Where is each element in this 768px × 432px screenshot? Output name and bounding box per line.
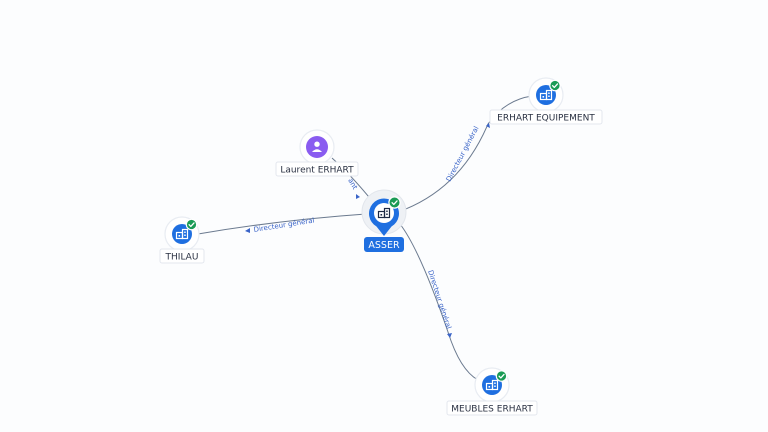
edge-label: ant — [346, 177, 359, 191]
verified-check-icon — [495, 370, 508, 382]
edge-arrow — [486, 123, 490, 128]
center-label: ASSER — [368, 240, 400, 251]
edge-arrow — [245, 228, 250, 233]
edge-asser-thilau[interactable]: Directeur général — [197, 213, 367, 235]
node-label: ERHART EQUIPEMENT — [497, 114, 595, 124]
node-label: Laurent ERHART — [280, 166, 354, 176]
node-thilau[interactable]: THILAU — [159, 216, 205, 264]
edge-arrow — [447, 333, 452, 338]
node-erhart-equipement[interactable]: ERHART EQUIPEMENT — [489, 77, 603, 125]
node-asser-center[interactable]: ASSER — [361, 189, 407, 252]
edge-asser-meubles[interactable]: Directeur général — [399, 223, 479, 381]
edge-arrow — [356, 194, 360, 199]
node-laurent-erhart[interactable]: Laurent ERHART — [275, 129, 359, 177]
node-label: MEUBLES ERHART — [451, 405, 533, 415]
node-meubles-erhart[interactable]: MEUBLES ERHART — [446, 367, 538, 416]
verified-check-icon — [388, 196, 401, 209]
node-label: THILAU — [165, 253, 199, 263]
company-building-icon — [377, 207, 391, 219]
person-icon — [312, 141, 322, 152]
person-avatar — [306, 136, 328, 158]
edge-label: Directeur général — [253, 216, 315, 234]
edge-label: Directeur général — [426, 269, 453, 330]
edge-label: Directeur général — [445, 125, 481, 183]
verified-check-icon — [185, 218, 198, 231]
verified-check-icon — [549, 79, 561, 92]
